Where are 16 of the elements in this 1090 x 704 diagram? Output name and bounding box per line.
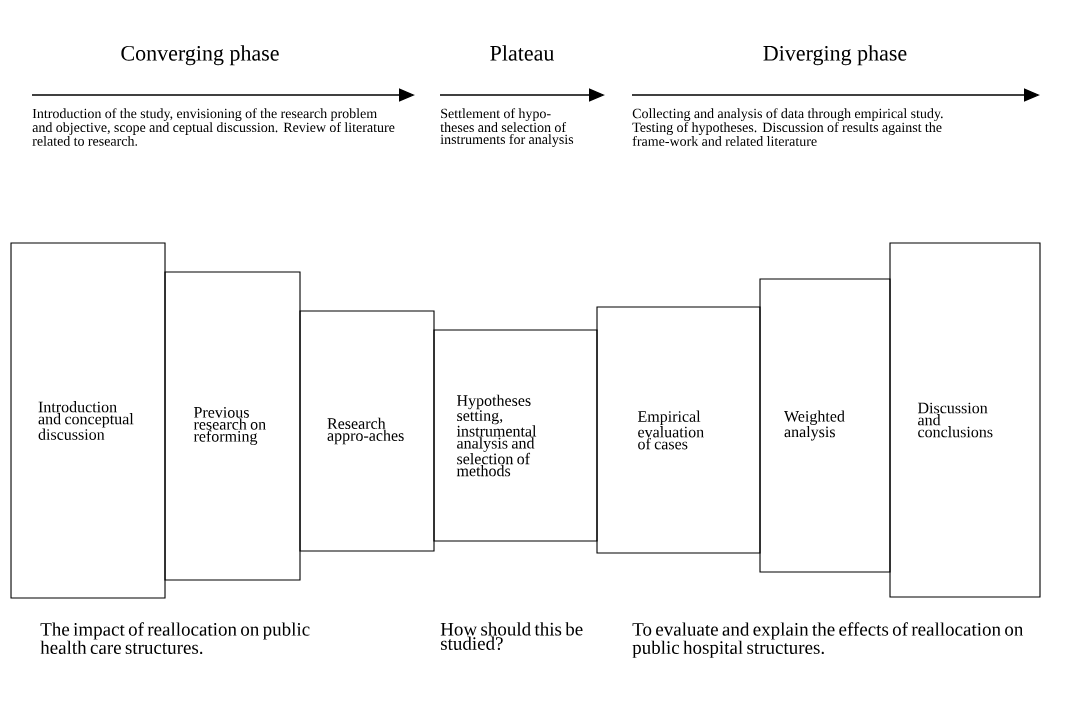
research-question: To evaluate and explain the effects of reallocation on public hospital structures.: [632, 622, 1024, 658]
phase-description: Collecting and analysis of data through empirical study. Testing of hypotheses. Discussion of results against the frame-work and related literature: [632, 108, 943, 146]
research-question: The impact of reallocation on public health care structures.: [40, 622, 310, 655]
phase-heading: Diverging phase: [763, 45, 907, 66]
phase-description: Introduction of the study, envisioning of the research problem and objective, scope and ceptual discussion. Review of literature related to research.: [32, 108, 395, 146]
research-question: How should this be studied?: [440, 622, 583, 650]
stage-box: Introduction and conceptual discussion: [10, 242, 166, 599]
stage-box: Research appro-aches: [299, 310, 435, 552]
phase-description: Settlement of hypo-theses and selection of instruments for analysis: [440, 108, 574, 147]
stage-box: Previous research on reforming: [164, 271, 301, 581]
stage-box: Hypotheses setting, instrumental analysis and selection of methods: [433, 329, 598, 542]
stage-box: Empirical evaluation of cases: [596, 306, 761, 554]
phase-heading: Plateau: [490, 45, 555, 61]
stage-box: Weighted analysis: [759, 278, 891, 573]
stage-box: Discussion and conclusions: [889, 242, 1041, 598]
phase-heading: Converging phase: [121, 45, 279, 66]
